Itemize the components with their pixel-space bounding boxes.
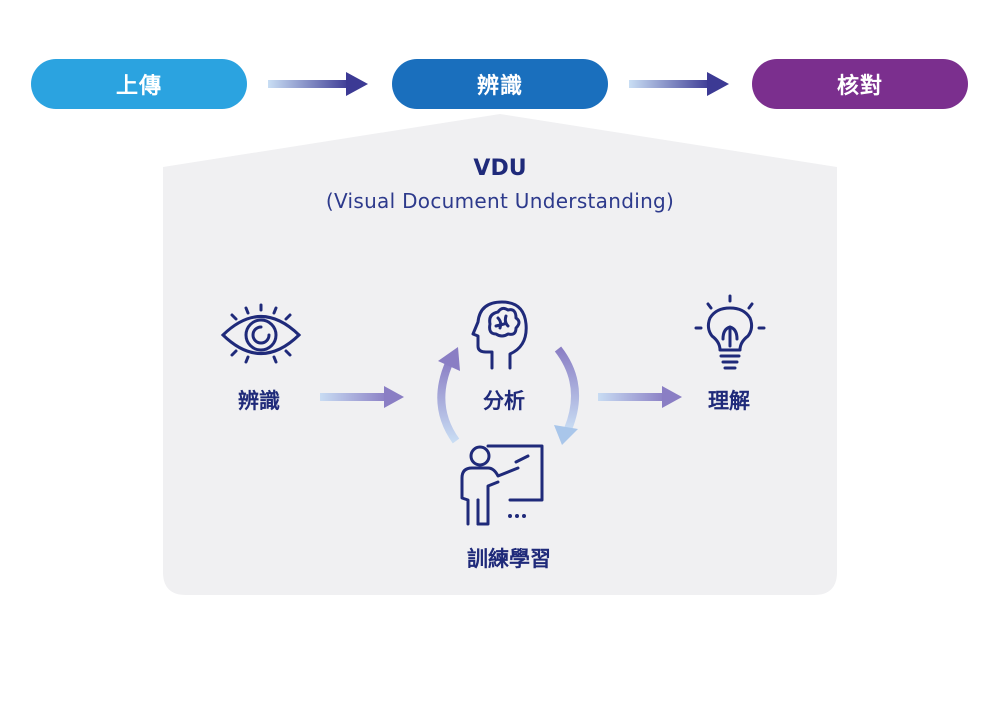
vdu-subtitle: (Visual Document Understanding) bbox=[325, 189, 675, 213]
brain-head-icon bbox=[471, 300, 528, 370]
step-upload-label: 上傳 bbox=[115, 74, 162, 99]
eye-icon bbox=[220, 303, 302, 364]
arrow-recognize-to-verify bbox=[629, 72, 729, 96]
arrow-analyze-to-understand bbox=[598, 386, 682, 408]
vdu-title: VDU bbox=[473, 156, 527, 181]
cycle-analyze-label: 分析 bbox=[483, 389, 525, 413]
cycle-arrow-left bbox=[437, 347, 460, 444]
cycle-training-label: 訓練學習 bbox=[467, 547, 551, 571]
step-recognize: 辨識 bbox=[392, 59, 608, 109]
arrow-recognize-to-analyze bbox=[320, 386, 404, 408]
cycle-recognize-label: 辨識 bbox=[238, 389, 280, 413]
lightbulb-icon bbox=[694, 294, 766, 370]
step-upload: 上傳 bbox=[31, 59, 247, 109]
step-verify: 核對 bbox=[752, 59, 968, 109]
cycle-arrow-right bbox=[554, 346, 580, 445]
step-recognize-label: 辨識 bbox=[476, 74, 523, 99]
teacher-board-icon bbox=[460, 444, 544, 526]
cycle-understand-label: 理解 bbox=[708, 389, 750, 413]
step-verify-label: 核對 bbox=[836, 74, 883, 99]
arrow-upload-to-recognize bbox=[268, 72, 368, 96]
